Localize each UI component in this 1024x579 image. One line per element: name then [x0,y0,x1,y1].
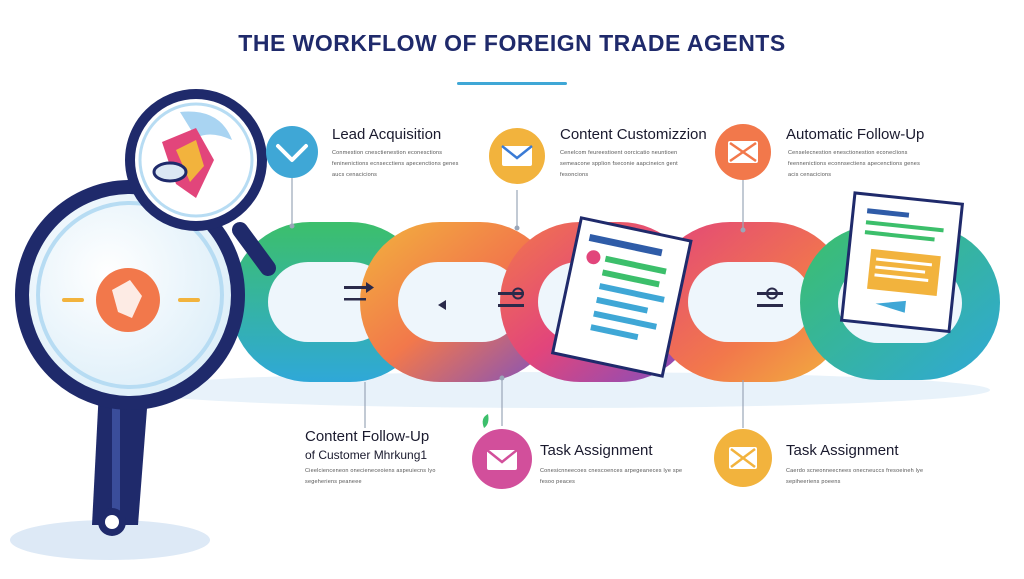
chevron-down-icon [266,126,318,178]
step-text-task-assignment-1: Conesicnneecoes cnescoences arpegeaneces… [540,468,683,485]
step-title-task-assignment-1: Task Assignment [540,442,653,459]
envelope-icon [489,128,545,184]
link-arrow-icon [344,282,783,310]
connector-lines [291,178,744,428]
step-text-content-follow-up: Cieelcienceneon onecieneceoiens aspeuiec… [305,468,436,485]
envelope-x-icon [715,124,771,180]
title-underline [457,82,567,85]
step-title-task-assignment-2: Task Assignment [786,442,899,459]
magnifier-illustration [10,89,276,560]
step-text-automatic-follow-up: Censelecnestion enesctionestion econecli… [788,150,921,178]
document-illustration [550,216,693,378]
envelope-open-icon [472,414,532,489]
page-title: THE WORKFLOW OF FOREIGN TRADE AGENTS [238,30,786,56]
step-title-content-customization: Content Customizzion [560,126,707,143]
step-text-task-assignment-2: Caerdo scneonneecnees onecneuccs fresoei… [786,468,924,485]
step-text-lead-acquisition: Conmestion cnesctienestion econesctions … [332,150,459,178]
step-text-content-customization: Cenelcom feureestioent oorcicatio neunti… [560,150,678,178]
step-subtitle-content-follow-up: of Customer Mhrkung1 [305,448,428,462]
step-title-content-follow-up: Content Follow-Up [305,428,430,445]
envelope-x-icon [714,429,772,487]
document-illustration [839,191,965,334]
step-title-lead-acquisition: Lead Acquisition [332,126,442,143]
step-title-automatic-follow-up: Automatic Follow-Up [786,126,925,143]
